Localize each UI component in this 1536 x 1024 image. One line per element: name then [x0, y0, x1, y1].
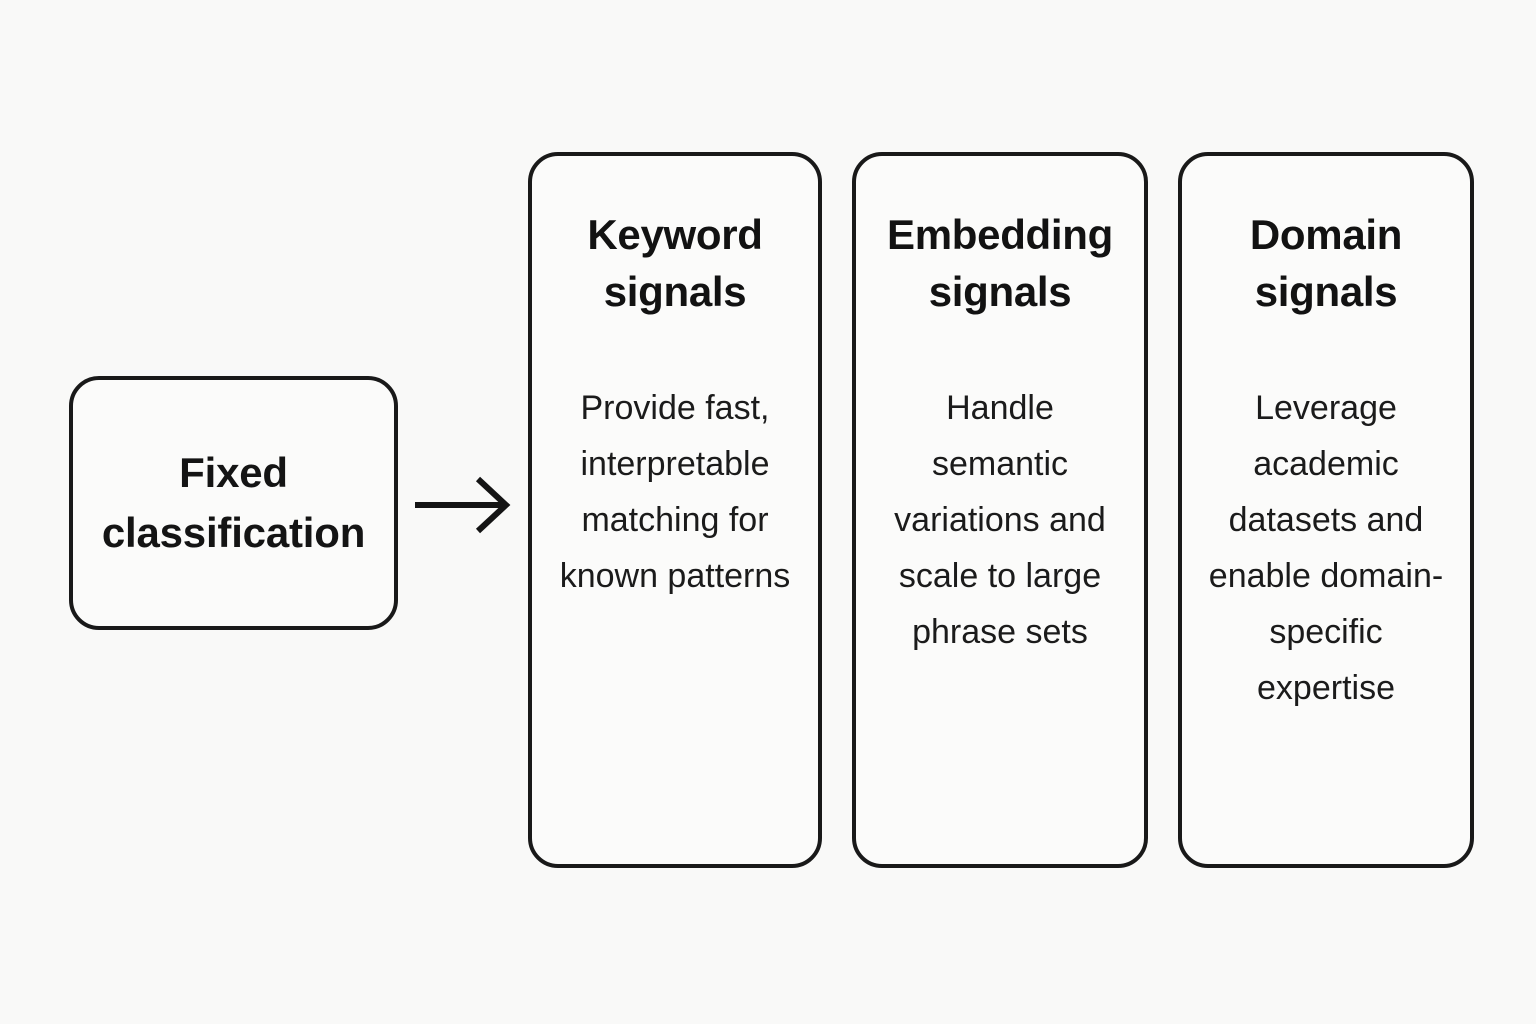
card-keyword-signals-body: Provide fast, interpretable matching for… [559, 389, 791, 595]
card-embedding-signals[interactable]: Embedding signals Handle semantic variat… [852, 152, 1148, 868]
card-domain-signals-title: Domain signals [1249, 211, 1403, 315]
signal-cards-group: Keyword signals Provide fast, interpreta… [528, 152, 1478, 868]
arrow-right-icon [415, 476, 511, 534]
node-fixed-classification-label: Fixed classification [101, 449, 366, 556]
connector-source-to-cards [408, 470, 518, 540]
card-keyword-signals[interactable]: Keyword signals Provide fast, interpreta… [528, 152, 822, 868]
card-domain-signals-body: Leverage academic datasets and enable do… [1208, 389, 1444, 707]
card-keyword-signals-title: Keyword signals [587, 211, 763, 315]
card-embedding-signals-body: Handle semantic variations and scale to … [894, 389, 1106, 651]
card-domain-signals[interactable]: Domain signals Leverage academic dataset… [1178, 152, 1474, 868]
card-embedding-signals-title: Embedding signals [887, 211, 1113, 315]
node-fixed-classification[interactable]: Fixed classification [69, 376, 398, 630]
